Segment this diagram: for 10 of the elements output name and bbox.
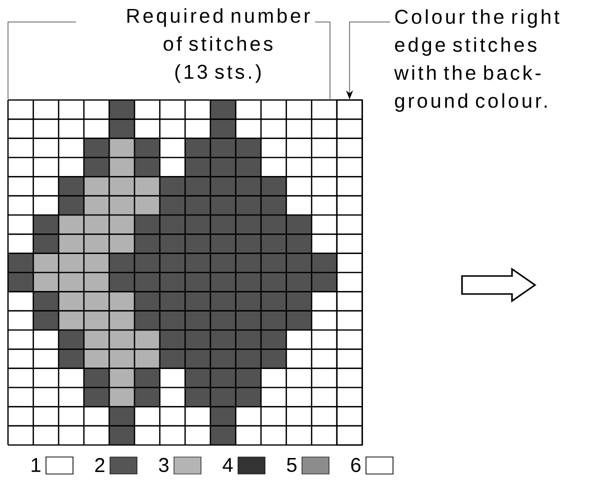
leader-line	[346, 22, 390, 99]
dimension-label: Required number of stitches (13 sts.)	[127, 8, 310, 83]
legend-number: 2	[95, 458, 104, 472]
legend-number: 4	[222, 458, 233, 472]
legend-number: 3	[158, 458, 168, 472]
legend-number: 5	[287, 458, 296, 472]
edge-stitch-column	[336, 99, 363, 446]
legend-number: 6	[351, 458, 360, 472]
instruction-text: Colour the right edge stitches with the back- ground colour.	[394, 9, 560, 112]
legend-number: 1	[32, 458, 40, 472]
